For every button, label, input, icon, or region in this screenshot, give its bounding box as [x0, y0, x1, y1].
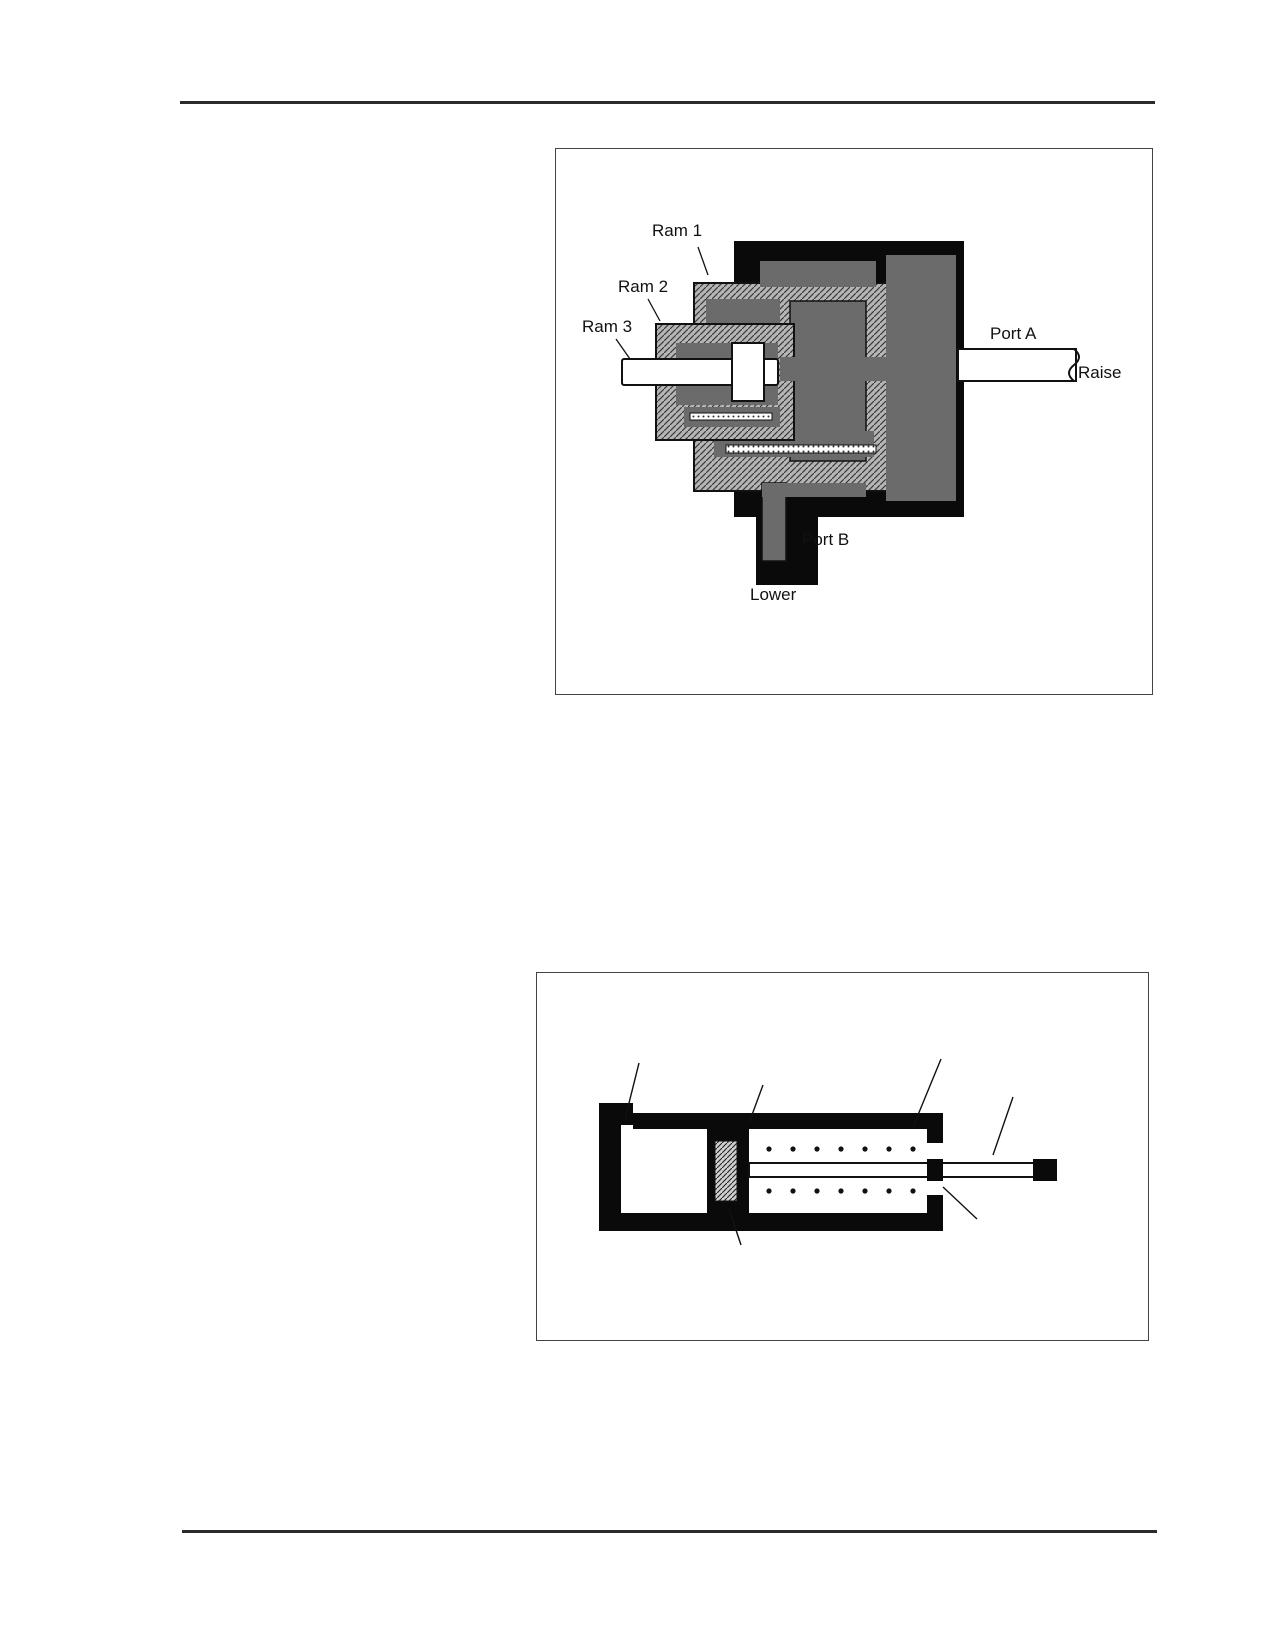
center-passage [780, 357, 898, 381]
label-ram3: Ram 3 [582, 317, 632, 336]
label-port-a: Port A [990, 324, 1037, 343]
label-ram2: Ram 2 [618, 277, 668, 296]
leader-vent [942, 1186, 978, 1220]
port-a-pipe-end [1068, 348, 1080, 382]
port-a-pipe [957, 348, 1077, 382]
footer-rule [182, 1530, 1157, 1533]
label-raise: Raise [1078, 363, 1121, 382]
barrel-bottom-wall [599, 1213, 943, 1231]
telescopic-cylinder-figure: Ram 1 Ram 2 Ram 3 Port A Raise Port B Lo… [555, 148, 1153, 695]
cap-end-lug [621, 1103, 633, 1125]
ram1-leader [697, 246, 709, 276]
ram2-lower-tube [689, 412, 773, 421]
label-port-b: Port B [802, 530, 849, 549]
leader-rod [992, 1096, 1014, 1156]
leader-spring [912, 1058, 942, 1128]
barrel-chamber [760, 261, 876, 287]
spring-coils [766, 1146, 916, 1194]
ram2-leader [647, 298, 661, 322]
leader-piston-seal [748, 1084, 764, 1124]
leader-piston [728, 1208, 742, 1246]
leader-cap-end [624, 1062, 640, 1120]
header-rule [180, 101, 1155, 104]
rod-thread [1033, 1159, 1057, 1181]
spring-return-cylinder-figure [536, 972, 1149, 1341]
rod-bushing [927, 1159, 943, 1181]
piston-seal [714, 1140, 738, 1202]
ram1-lower-tube [725, 444, 877, 454]
ram3-piston-head [731, 342, 765, 402]
piston-rod [748, 1162, 1048, 1178]
port-b-bend [762, 483, 866, 497]
label-lower: Lower [750, 585, 797, 604]
spring-return-cylinder-diagram [599, 1058, 1057, 1246]
telescopic-cylinder-diagram: Ram 1 Ram 2 Ram 3 Port A Raise Port B Lo… [582, 221, 1121, 604]
cap-end-plate [599, 1103, 621, 1231]
label-ram1: Ram 1 [652, 221, 702, 240]
ram3-leader [615, 338, 631, 360]
